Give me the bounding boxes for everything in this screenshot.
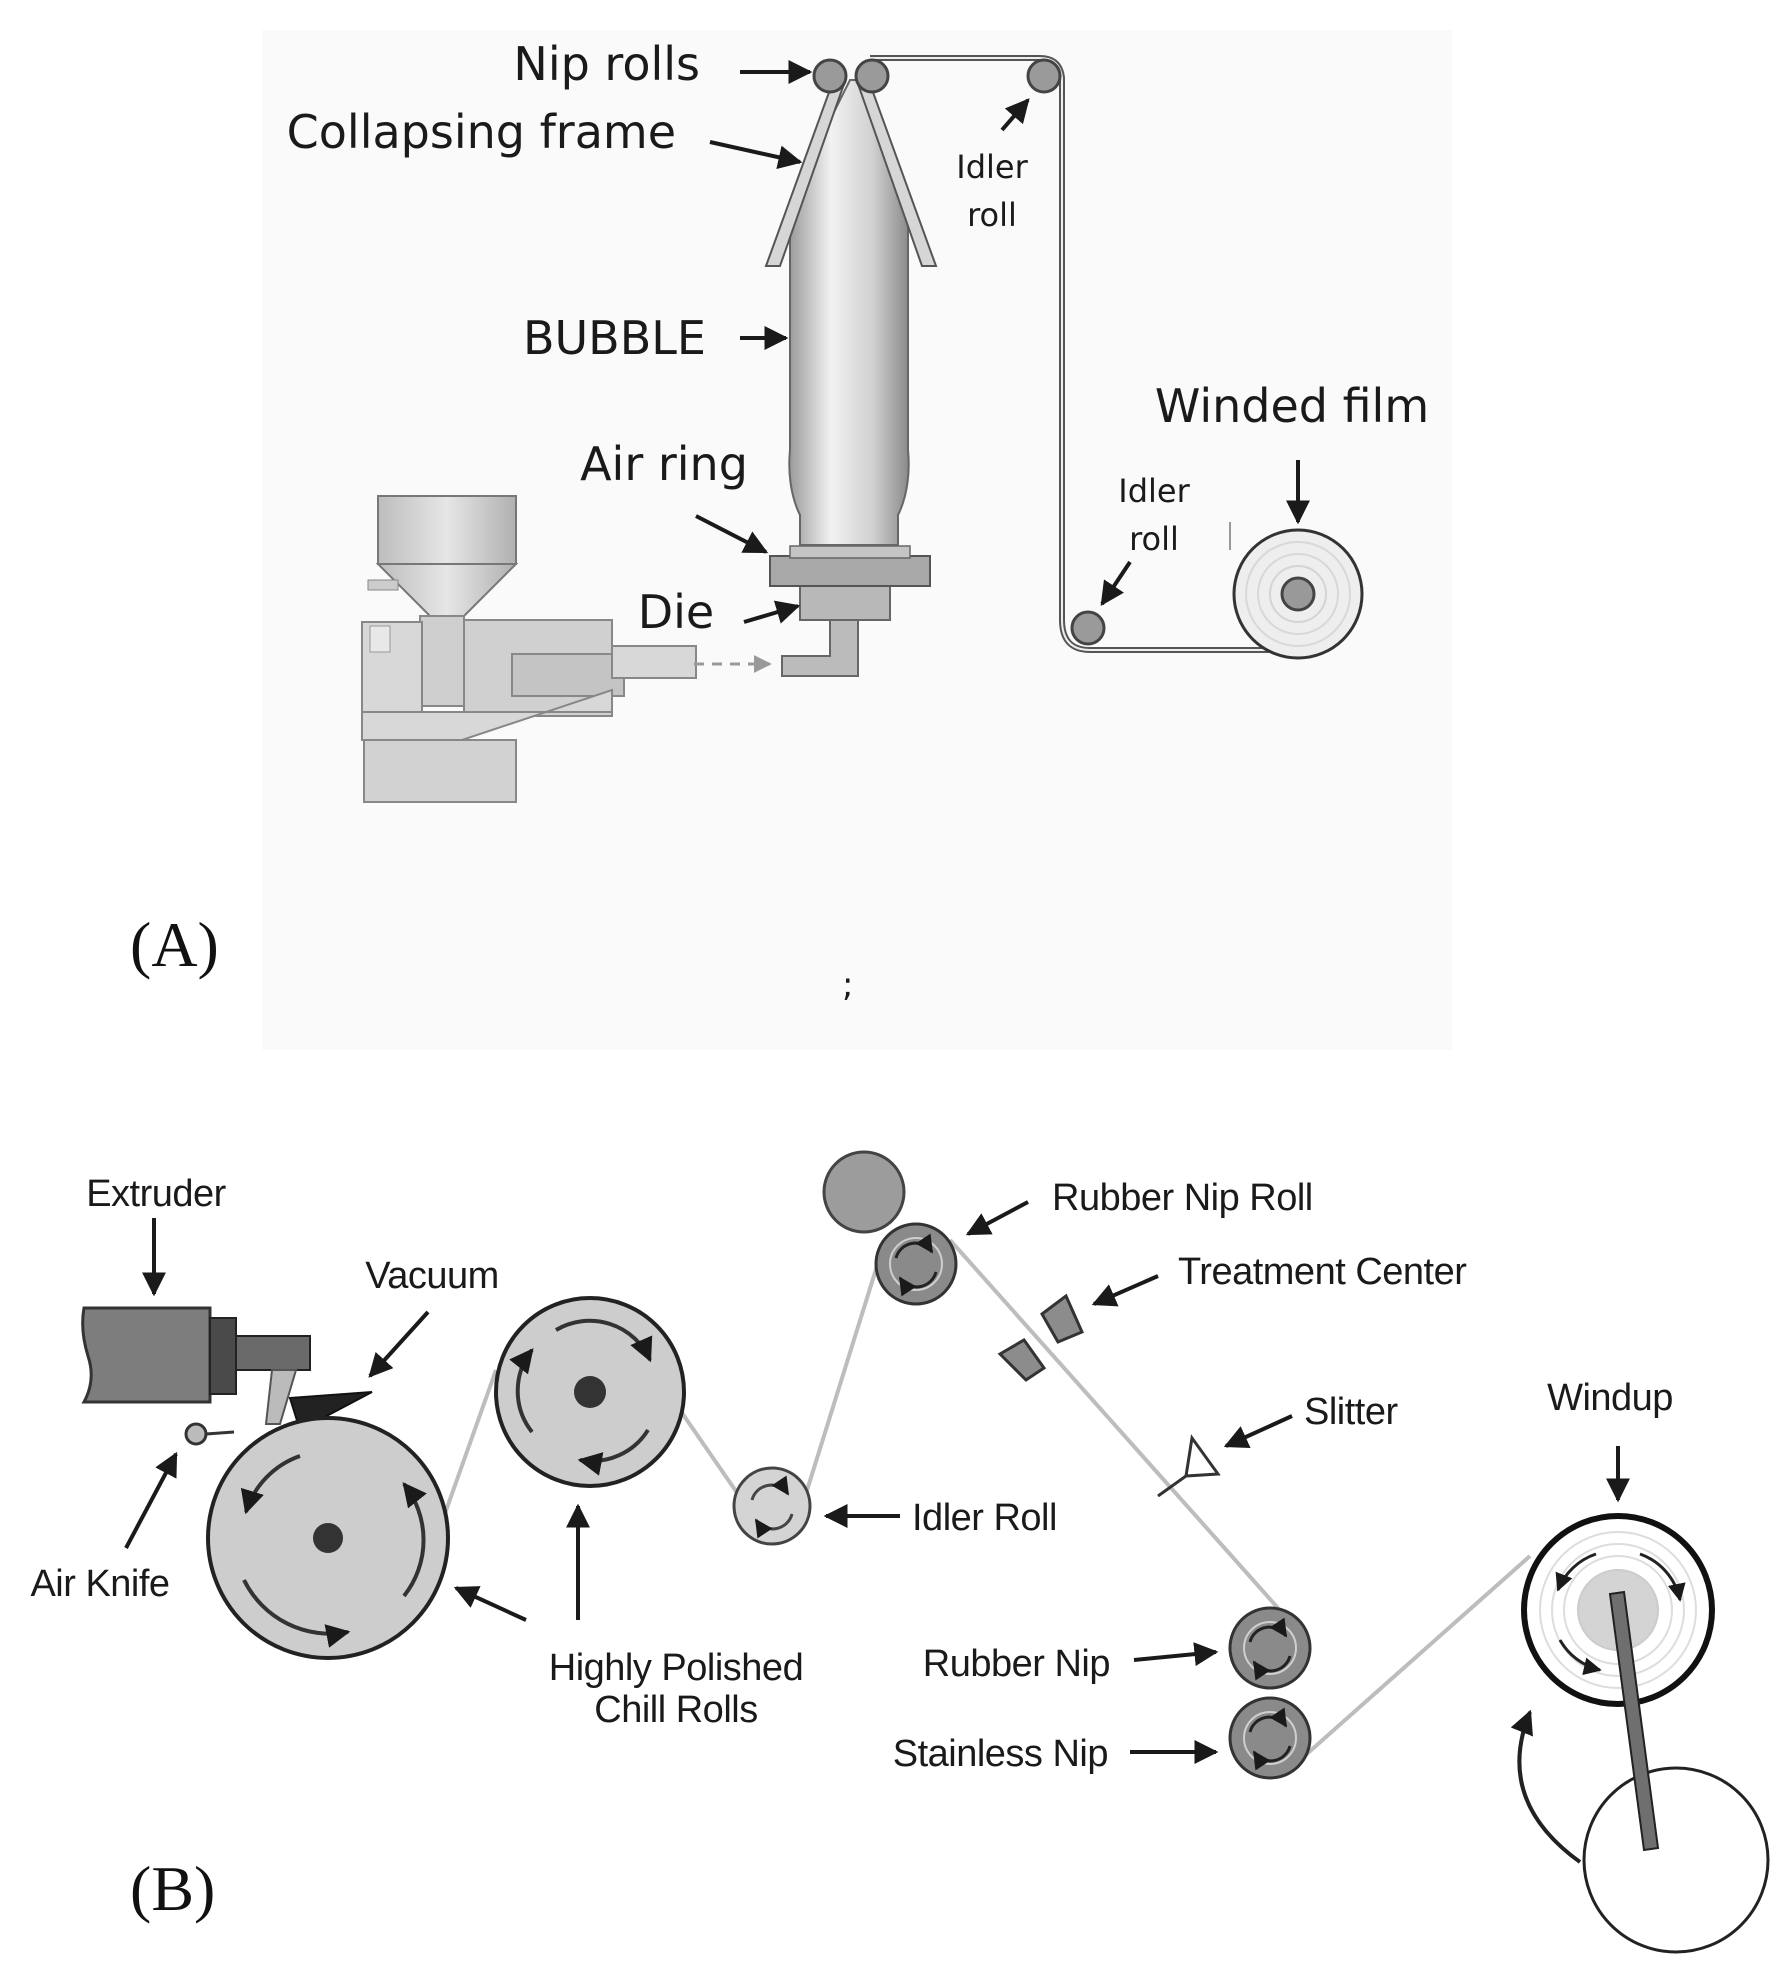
label-winded-film: Winded film xyxy=(1155,379,1429,433)
chill-roll-1-arrow xyxy=(453,1586,527,1622)
windup-b xyxy=(1510,1513,1770,1954)
top-roll-b xyxy=(822,1150,906,1234)
rubber-nip-roll-arrow xyxy=(965,1200,1029,1236)
chill-roll-1 xyxy=(206,1416,450,1660)
label-air-ring: Air ring xyxy=(580,437,748,491)
label-stainless-nip: Stainless Nip xyxy=(893,1733,1108,1775)
idler-top-arrow xyxy=(1000,98,1030,132)
panel-a-label: (A) xyxy=(130,909,219,980)
label-air-knife: Air Knife xyxy=(30,1563,169,1605)
label-chill-rolls-1: Highly Polished xyxy=(549,1647,803,1689)
panel-b-label: (B) xyxy=(130,1853,215,1924)
panel-b: Extruder Vacuum Air Knife Highly Polishe… xyxy=(30,1150,1770,1954)
slitter xyxy=(1157,1434,1221,1498)
label-collapsing-frame: Collapsing frame xyxy=(287,105,676,159)
air-ring-a xyxy=(769,545,931,587)
rubber-nip-roll-b xyxy=(874,1222,958,1306)
air-knife-arrow xyxy=(124,1451,178,1549)
label-extruder: Extruder xyxy=(86,1173,226,1215)
rubber-nip-b xyxy=(1228,1606,1312,1690)
label-rubber-nip: Rubber Nip xyxy=(923,1643,1110,1685)
collapsing-frame-arrow xyxy=(709,140,803,170)
treatment-center xyxy=(997,1293,1084,1382)
label-idler-roll: Idler Roll xyxy=(912,1497,1057,1539)
label-nip-rolls: Nip rolls xyxy=(513,37,700,91)
rubber-nip-arrow xyxy=(1133,1642,1219,1667)
label-chill-rolls-2: Chill Rolls xyxy=(594,1689,757,1731)
winded-film-roll xyxy=(1232,528,1364,660)
label-idler-bottom-2: roll xyxy=(1129,520,1179,558)
label-treatment-center: Treatment Center xyxy=(1178,1251,1467,1293)
idler-roll-b xyxy=(732,1466,812,1546)
label-idler-top-1: Idler xyxy=(956,148,1028,186)
idler-roll-bottom xyxy=(1070,610,1106,646)
idler-roll-top xyxy=(1026,58,1062,94)
vacuum-arrow xyxy=(368,1310,430,1378)
panel-a: Nip rolls Collapsing frame Idler roll BU… xyxy=(130,30,1452,1050)
slitter-arrow xyxy=(1223,1414,1293,1448)
nip-roll-1 xyxy=(812,58,848,94)
label-bubble: BUBBLE xyxy=(523,311,706,365)
air-ring-arrow xyxy=(695,514,769,554)
nip-roll-2 xyxy=(854,58,890,94)
label-vacuum: Vacuum xyxy=(365,1255,499,1297)
label-idler-bottom-1: Idler xyxy=(1118,472,1190,510)
label-idler-top-2: roll xyxy=(967,196,1017,234)
idler-bottom-arrow xyxy=(1100,560,1132,606)
label-die: Die xyxy=(638,585,715,639)
treatment-center-arrow xyxy=(1091,1274,1159,1307)
extruder-machine-a xyxy=(361,495,772,803)
label-windup: Windup xyxy=(1547,1377,1673,1419)
die-a xyxy=(781,583,891,677)
label-slitter: Slitter xyxy=(1304,1391,1398,1433)
chill-roll-2 xyxy=(494,1296,686,1488)
air-knife xyxy=(184,1422,208,1446)
label-rubber-nip-roll: Rubber Nip Roll xyxy=(1052,1177,1313,1219)
stainless-nip-b xyxy=(1228,1696,1312,1780)
die-arrow xyxy=(743,600,801,624)
stray-mark: ; xyxy=(842,965,853,1005)
